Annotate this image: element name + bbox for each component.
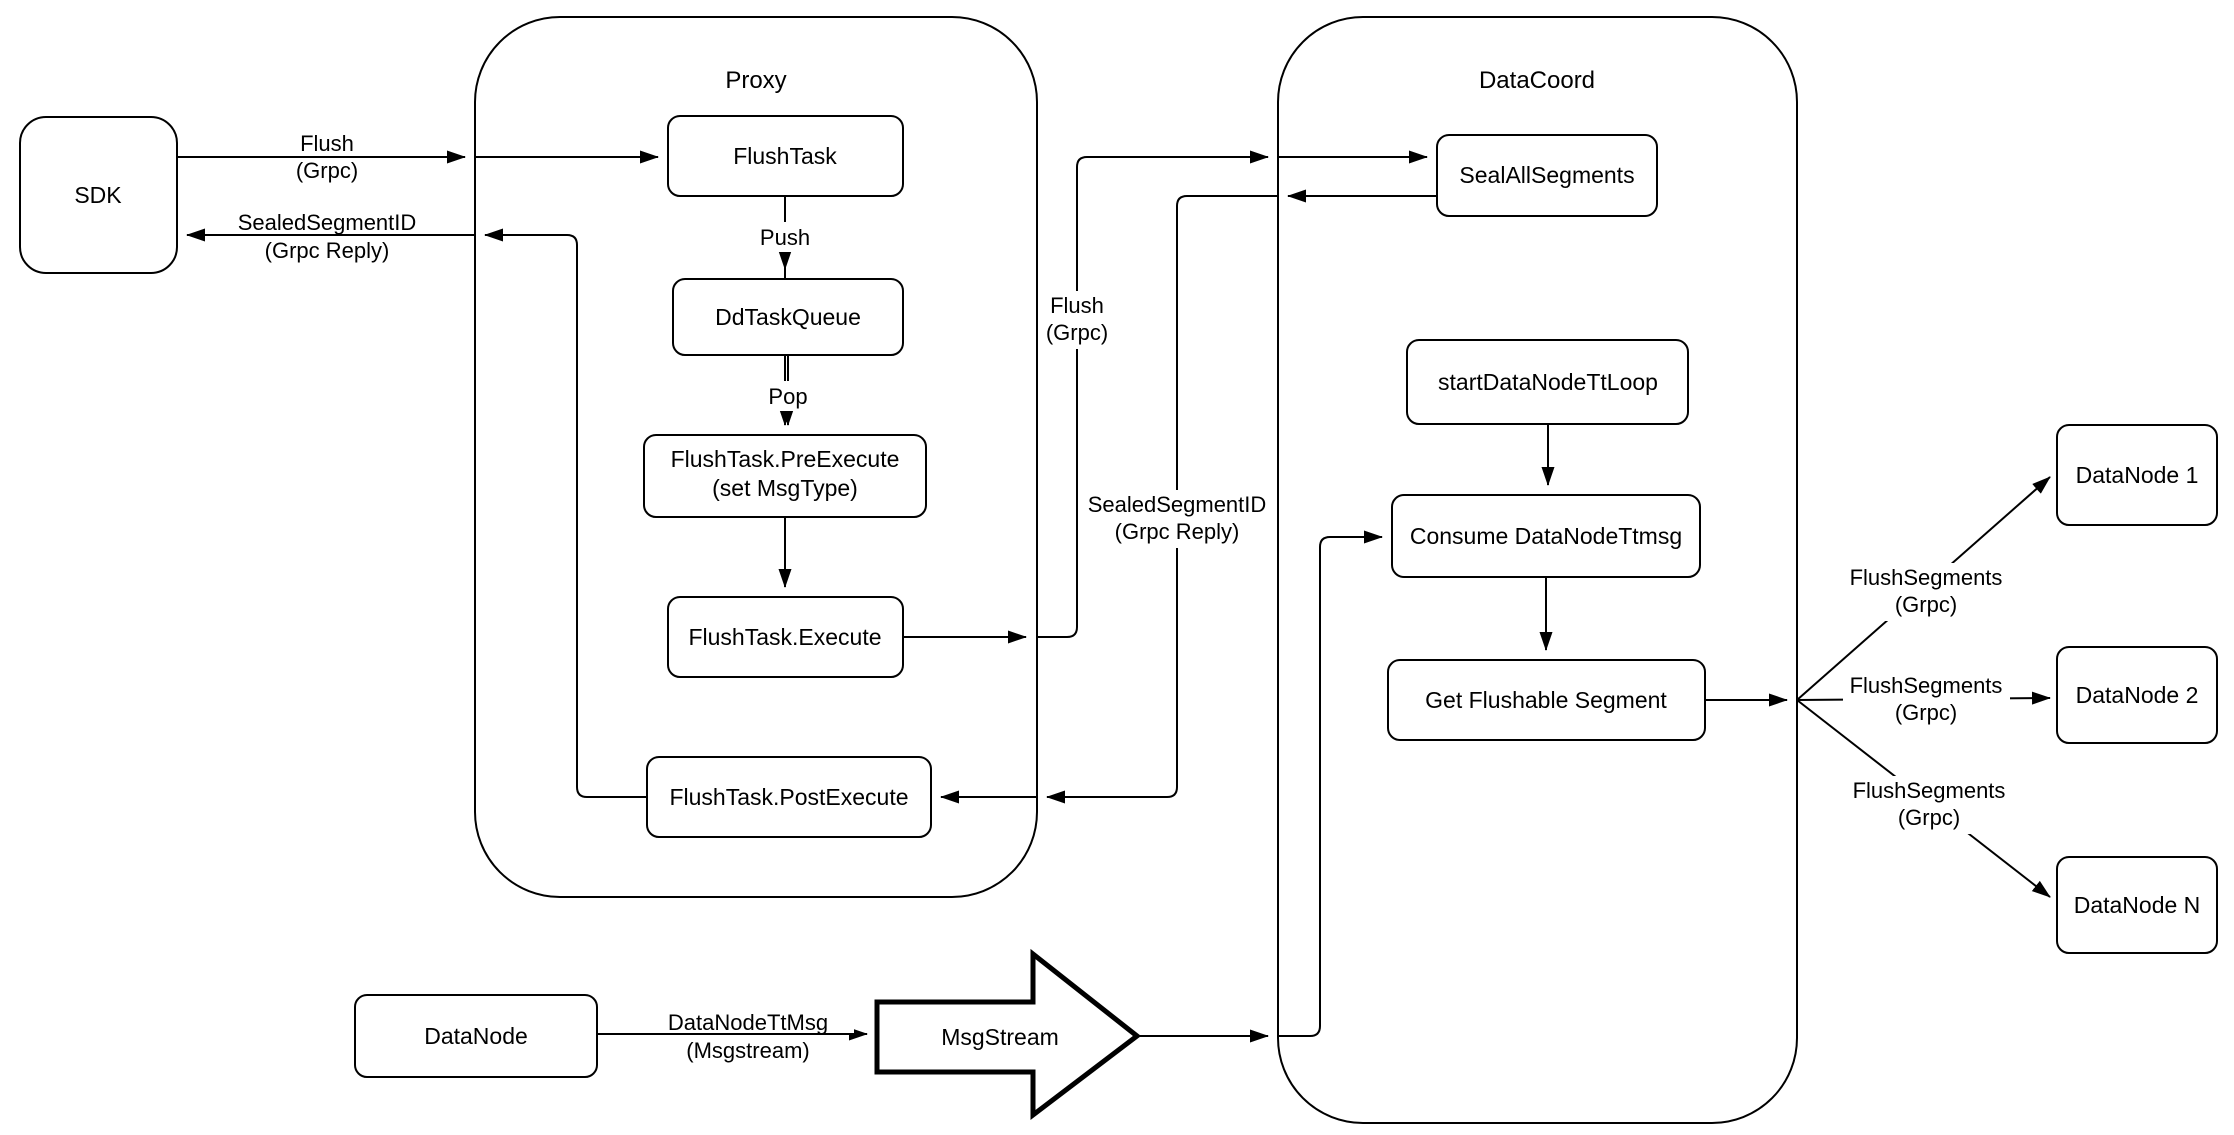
label-sdk-flush: Flush (Grpc) [296, 131, 358, 183]
proxy-container: Proxy [474, 16, 1038, 898]
sealallsegments-node-box [1436, 134, 1658, 217]
startdatanodettloop-node: startDataNodeTtLoop [1406, 339, 1689, 425]
label-sdk-reply-line2: (Grpc Reply) [265, 238, 390, 263]
datanode2-node-label: DataNode 2 [2076, 682, 2199, 708]
preexecute-node: FlushTask.PreExecute (set MsgType) [643, 434, 927, 518]
execute-node-box [667, 596, 904, 678]
label-pop: Pop [762, 381, 814, 411]
label-datanode-ttmsg-bg2 [660, 1038, 838, 1062]
datanode-source-node: DataNode [354, 994, 598, 1078]
msgstream-node-label: MsgStream [941, 1024, 1059, 1050]
datanode1-node-box [2056, 424, 2218, 526]
proxy-container-title: Proxy [725, 67, 786, 94]
label-push-bg [756, 222, 814, 252]
msgstream-node: MsgStream [874, 948, 1142, 1121]
execute-node-label: FlushTask.Execute [688, 624, 881, 650]
preexecute-node-label-line1: FlushTask.PreExecute [671, 446, 900, 472]
label-mid-flush: Flush (Grpc) [1038, 291, 1118, 349]
label-datanode-ttmsg-line2: (Msgstream) [686, 1038, 809, 1063]
label-flushsegments-2-line2: (Grpc) [1895, 700, 1957, 725]
datacoord-container: DataCoord [1277, 16, 1798, 1124]
msgstream-arrow-shape [874, 948, 1142, 1121]
edge-proxy-to-datacoord-flush [1036, 150, 1269, 638]
datanode-source-node-box [354, 994, 598, 1078]
consume-datanodettmsg-node-label: Consume DataNodeTtmsg [1410, 523, 1682, 549]
label-flushsegments-2-bg [1843, 671, 2010, 729]
datanode-source-node-label: DataNode [424, 1023, 528, 1049]
postexecute-node-label: FlushTask.PostExecute [669, 784, 908, 810]
consume-datanodettmsg-node-box [1391, 494, 1701, 578]
label-flushsegments-3-line1: FlushSegments [1853, 778, 2006, 803]
flushtask-node-label: FlushTask [733, 143, 837, 169]
label-mid-reply-line2: (Grpc Reply) [1115, 519, 1240, 544]
label-pop-text: Pop [768, 384, 807, 409]
label-flushsegments-1-line2: (Grpc) [1895, 592, 1957, 617]
startdatanodettloop-node-box [1406, 339, 1689, 425]
label-mid-reply: SealedSegmentID (Grpc Reply) [1083, 490, 1273, 548]
edge-datacoord-to-consume [1278, 530, 1383, 1037]
label-flushsegments-3-line2: (Grpc) [1898, 805, 1960, 830]
sdk-node: SDK [19, 116, 178, 274]
get-flushable-segment-node-box [1387, 659, 1706, 741]
get-flushable-segment-node: Get Flushable Segment [1387, 659, 1706, 741]
label-mid-flush-bg [1038, 291, 1118, 349]
label-sdk-flush-line1: Flush [300, 131, 354, 156]
sealallsegments-node-label: SealAllSegments [1459, 162, 1634, 188]
label-sdk-reply: SealedSegmentID (Grpc Reply) [238, 210, 417, 263]
consume-datanodettmsg-node: Consume DataNodeTtmsg [1391, 494, 1701, 578]
ddtaskqueue-node: DdTaskQueue [672, 278, 904, 356]
label-datanode-ttmsg: DataNodeTtMsg (Msgstream) [644, 1010, 854, 1063]
label-flushsegments-2-line1: FlushSegments [1850, 673, 2003, 698]
label-mid-reply-line1: SealedSegmentID [1088, 492, 1267, 517]
label-sdk-flush-line2: (Grpc) [296, 158, 358, 183]
datacoord-container-border [1277, 16, 1798, 1124]
sdk-node-label: SDK [74, 182, 122, 208]
datacoord-container-title: DataCoord [1479, 67, 1595, 94]
sealallsegments-node: SealAllSegments [1436, 134, 1658, 217]
proxy-container-border [474, 16, 1038, 898]
preexecute-node-label-line2: (set MsgType) [712, 475, 858, 501]
get-flushable-segment-node-label: Get Flushable Segment [1425, 687, 1667, 713]
startdatanodettloop-node-label: startDataNodeTtLoop [1438, 369, 1658, 395]
label-push-text: Push [760, 225, 810, 250]
label-flushsegments-1-bg [1843, 563, 2010, 621]
execute-node: FlushTask.Execute [667, 596, 904, 678]
label-datanode-ttmsg-line1: DataNodeTtMsg [668, 1010, 828, 1035]
sdk-node-box [19, 116, 178, 274]
flushtask-node-box [667, 115, 904, 197]
flushtask-node: FlushTask [667, 115, 904, 197]
label-flushsegments-3: FlushSegments (Grpc) [1846, 776, 2013, 834]
label-mid-flush-line1: Flush [1050, 293, 1104, 318]
datanode2-node-box [2056, 646, 2218, 744]
datanoden-node: DataNode N [2056, 856, 2218, 954]
ddtaskqueue-node-box [672, 278, 904, 356]
postexecute-node-box [646, 756, 932, 838]
label-datanode-ttmsg-bg1 [644, 1011, 854, 1033]
label-flushsegments-2: FlushSegments (Grpc) [1843, 671, 2010, 729]
datanode2-node: DataNode 2 [2056, 646, 2218, 744]
label-flushsegments-3-bg [1846, 776, 2013, 834]
preexecute-node-box [643, 434, 927, 518]
datanode1-node-label: DataNode 1 [2076, 462, 2199, 488]
label-flushsegments-1-line1: FlushSegments [1850, 565, 2003, 590]
label-pop-bg [762, 381, 814, 411]
label-flushsegments-1: FlushSegments (Grpc) [1843, 563, 2010, 621]
ddtaskqueue-node-label: DdTaskQueue [715, 304, 861, 330]
datanoden-node-label: DataNode N [2074, 892, 2201, 918]
label-push: Push [756, 222, 814, 252]
label-mid-flush-line2: (Grpc) [1046, 320, 1108, 345]
edge-postexecute-to-proxy-boundary [484, 228, 647, 798]
label-sdk-reply-line1: SealedSegmentID [238, 210, 417, 235]
label-mid-reply-bg [1083, 490, 1273, 548]
datanode1-node: DataNode 1 [2056, 424, 2218, 526]
datanoden-node-box [2056, 856, 2218, 954]
postexecute-node: FlushTask.PostExecute [646, 756, 932, 838]
